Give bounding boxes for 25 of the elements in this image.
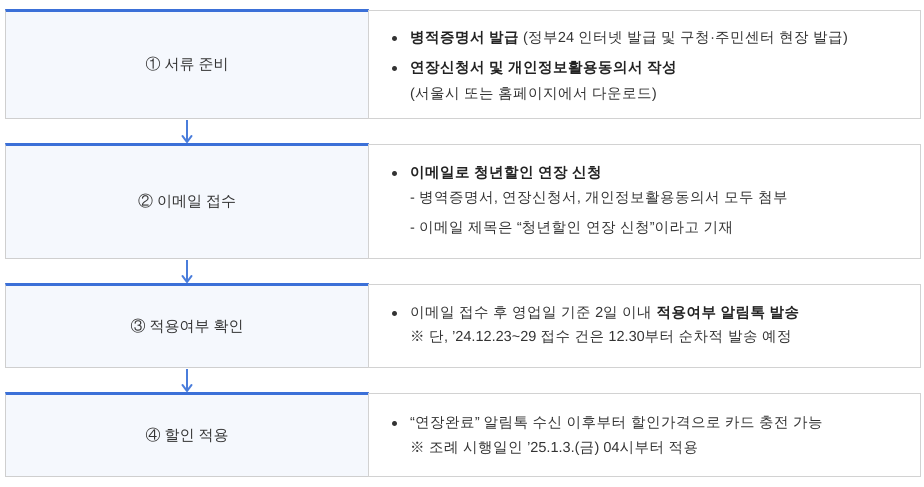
note-line: ※ 단, ’24.12.23~29 접수 건은 12.30부터 순차적 발송 예정 [410, 328, 792, 347]
list-item: 이메일 접수 후 영업일 기준 2일 이내 적용여부 알림톡 발송 [410, 304, 800, 323]
step-box [5, 283, 369, 368]
step-label: ③ 적용여부 확인 [130, 316, 244, 336]
step-box [5, 392, 369, 477]
step-label: ① 서류 준비 [145, 55, 229, 75]
arrow [182, 369, 192, 392]
list-item: 이메일로 청년할인 연장 신청 [410, 164, 602, 183]
note-line: (서울시 또는 홈페이지에서 다운로드) [410, 85, 657, 104]
detail-box [368, 393, 921, 477]
arrow [182, 260, 192, 283]
note-line: ※ 조례 시행일인 ’25.1.3.(금) 04시부터 적용 [410, 439, 698, 458]
list-item: 병적증명서 발급 (정부24 인터넷 발급 및 구청·주민센터 현장 발급) [410, 29, 848, 48]
detail-box [368, 10, 921, 119]
note-line: - 병역증명서, 연장신청서, 개인정보활용동의서 모두 첨부 [410, 189, 788, 208]
step-label: ④ 할인 적용 [145, 426, 229, 446]
list-item: 연장신청서 및 개인정보활용동의서 작성 [410, 59, 678, 78]
step-box [5, 9, 369, 119]
list-item: “연장완료” 알림톡 수신 이후부터 할인가격으로 카드 충전 가능 [410, 414, 823, 433]
detail-box [368, 284, 921, 368]
step-label: ② 이메일 접수 [138, 192, 236, 212]
note-line: - 이메일 제목은 “청년할인 연장 신청”이라고 기재 [410, 219, 734, 238]
detail-box [368, 144, 921, 259]
arrow [182, 120, 192, 143]
step-box [5, 143, 369, 259]
